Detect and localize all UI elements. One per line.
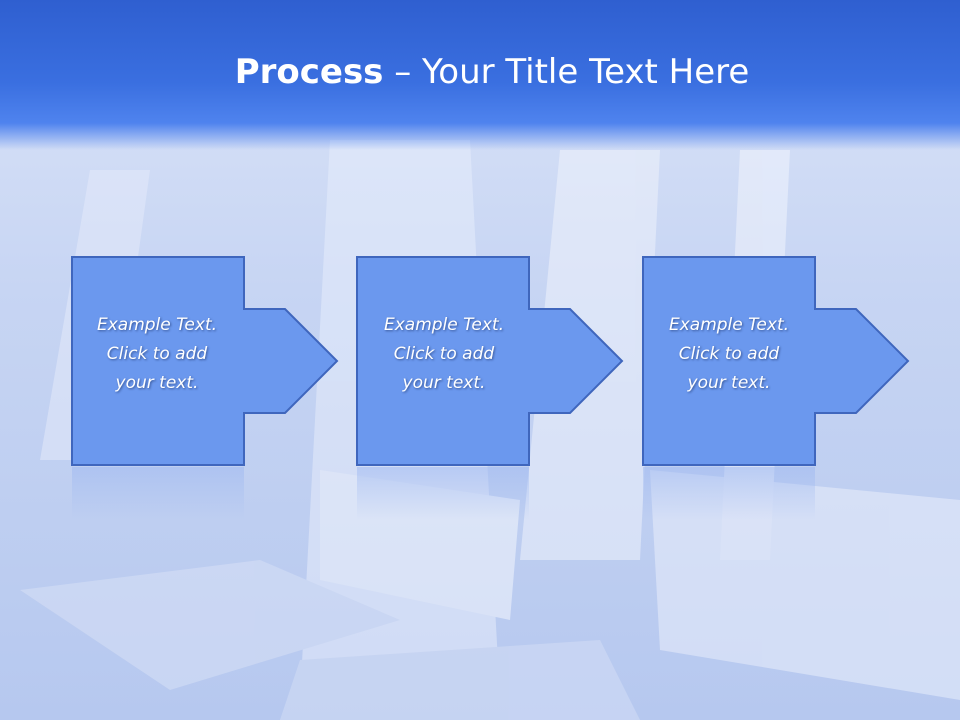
step-1-text[interactable]: Example Text. Click to add your text. [72, 311, 242, 398]
title-banner [0, 0, 960, 150]
step-line: Example Text. [383, 315, 505, 335]
title-rest: – Your Title Text Here [383, 52, 750, 92]
reflection [357, 467, 529, 520]
step-line: Click to add [106, 344, 208, 364]
step-line: Click to add [678, 344, 780, 364]
step-3-text[interactable]: Example Text. Click to add your text. [644, 311, 814, 398]
process-step-3[interactable] [642, 256, 910, 520]
slide-title[interactable]: Process – Your Title Text Here [0, 52, 960, 92]
step-2-text[interactable]: Example Text. Click to add your text. [359, 311, 529, 398]
reflection [643, 467, 815, 520]
step-line: Example Text. [668, 315, 790, 335]
step-line: Example Text. [96, 315, 218, 335]
process-step-1[interactable] [71, 256, 339, 520]
step-line: your text. [115, 373, 199, 393]
keyboard-shape [280, 640, 640, 720]
step-line: Click to add [393, 344, 495, 364]
title-bold: Process [234, 52, 384, 92]
arrow-box-shape [642, 256, 910, 466]
step-line: your text. [402, 373, 486, 393]
process-step-2[interactable] [356, 256, 624, 520]
arrow-box-shape [71, 256, 339, 466]
reflection [72, 467, 244, 520]
arrow-box-shape [356, 256, 624, 466]
step-line: your text. [687, 373, 771, 393]
keyboard-shape [20, 560, 400, 690]
